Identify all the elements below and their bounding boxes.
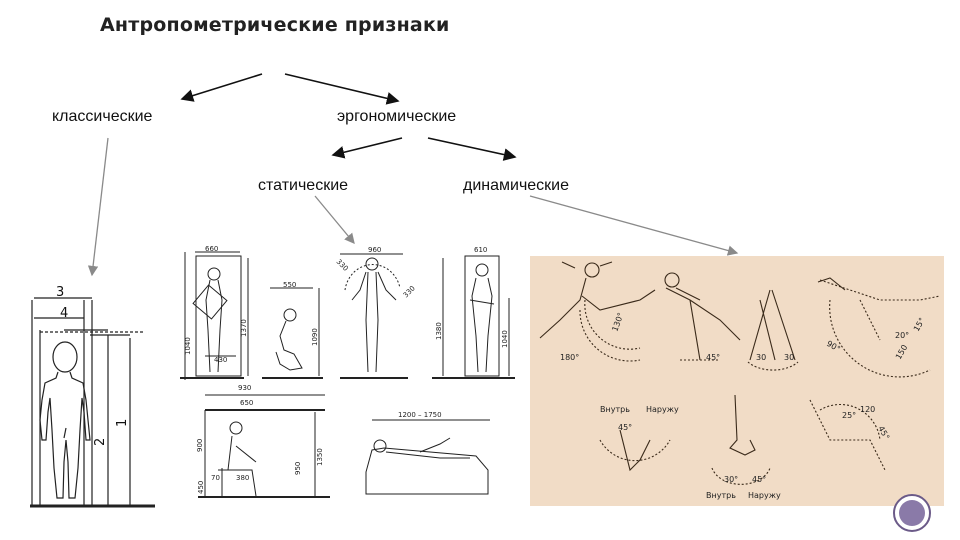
dyn-angle-30-a: 30 — [756, 353, 766, 362]
dyn-angle-20: 20° — [895, 331, 909, 340]
dyn-angle-30-c: 30° — [724, 475, 738, 484]
dim-1040-b: 1040 — [501, 330, 509, 348]
dyn-angle-150: 150 — [894, 343, 909, 361]
dim-330-b: 330 — [402, 284, 417, 299]
dyn-angle-90: 90° — [825, 339, 842, 354]
dim-330-a: 330 — [335, 258, 350, 273]
dim-610: 610 — [474, 246, 487, 254]
dim-1200-1750: 1200 – 1750 — [398, 411, 442, 419]
dyn-label-outside-b: Наружу — [748, 491, 781, 500]
dim-950: 950 — [294, 462, 302, 475]
dim-380: 380 — [236, 474, 249, 482]
dyn-angle-45-a: 45° — [706, 353, 720, 362]
dim-550: 550 — [283, 281, 296, 289]
dyn-angle-180: 180° — [560, 353, 579, 362]
dim-1350: 1350 — [316, 448, 324, 466]
page-number-badge-inner — [899, 500, 925, 526]
dyn-angle-45-c: 45° — [618, 423, 632, 432]
dim-70: 70 — [211, 474, 220, 482]
pointer-static — [315, 196, 354, 243]
dim-960: 960 — [368, 246, 381, 254]
dim-1040-a: 1040 — [184, 337, 192, 355]
dim-1370: 1370 — [240, 319, 248, 337]
dim-1380: 1380 — [435, 322, 443, 340]
arrow-to-dynamic — [428, 138, 515, 157]
dim-900: 900 — [196, 439, 204, 452]
arrow-to-static — [333, 138, 402, 155]
pointer-dynamic — [530, 196, 737, 253]
dyn-angle-45-d: 45° — [752, 475, 766, 484]
dim-650: 650 — [240, 399, 253, 407]
arrow-to-classic — [182, 74, 262, 99]
dyn-angle-30-b: 30 — [784, 353, 794, 362]
classic-figure — [30, 298, 155, 506]
classic-label-2: 2 — [93, 438, 108, 446]
classic-label-3: 3 — [56, 285, 64, 300]
dyn-angle-15: 15° — [912, 316, 927, 333]
dyn-angle-120: 120 — [860, 405, 875, 414]
dim-660: 660 — [205, 245, 218, 253]
dim-430: 430 — [214, 356, 227, 364]
dim-1090: 1090 — [311, 328, 319, 346]
dyn-angle-25: 25° — [842, 411, 856, 420]
dyn-angle-130: 130° — [610, 311, 625, 332]
dyn-label-inside-b: Внутрь — [706, 491, 736, 500]
classic-label-1: 1 — [115, 419, 130, 427]
dynamic-figures — [540, 262, 940, 484]
classic-label-4: 4 — [60, 306, 68, 321]
dim-450: 450 — [197, 481, 205, 494]
arrow-to-ergonomic — [285, 74, 398, 101]
page-number-badge — [893, 494, 931, 532]
dyn-label-inside-a: Внутрь — [600, 405, 630, 414]
static-figures — [180, 252, 515, 497]
dim-930: 930 — [238, 384, 251, 392]
pointer-classic — [92, 138, 108, 275]
dyn-label-outside-a: Наружу — [646, 405, 679, 414]
